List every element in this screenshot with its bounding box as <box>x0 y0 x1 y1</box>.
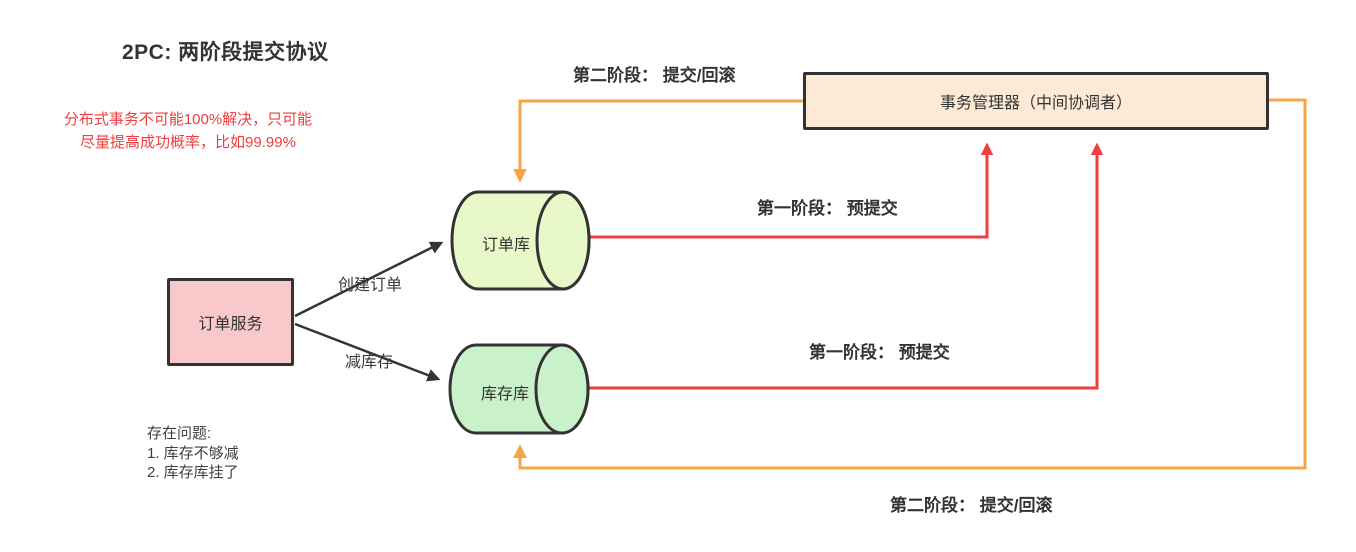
inventory-db-cylinder-icon <box>448 343 590 435</box>
order-service-label: 订单服务 <box>198 316 263 333</box>
node-tx-manager: 事务管理器（中间协调者） <box>803 72 1269 130</box>
phase1-label-order-db: 第一阶段： 预提交 <box>757 199 898 218</box>
note-line-1: 分布式事务不可能100%解决，只可能 <box>63 111 313 128</box>
problems-note: 存在问题: 1. 库存不够减 2. 库存库挂了 <box>147 424 239 483</box>
node-order-service: 订单服务 <box>167 278 294 366</box>
phase2-commit-arrow-to-inventory-db <box>513 98 1307 470</box>
tx-manager-label: 事务管理器（中间协调者） <box>939 95 1132 112</box>
distributed-tx-note: 分布式事务不可能100%解决，只可能 尽量提高成功概率，比如99.99% <box>38 108 338 154</box>
phase1-precommit-arrow-from-order-db <box>590 142 994 239</box>
inventory-db-label: 库存库 <box>480 386 529 403</box>
problem-item: 2. 库存库挂了 <box>147 464 239 481</box>
page-title: 2PC: 两阶段提交协议 <box>122 41 329 64</box>
phase2-label-order-db: 第二阶段： 提交/回滚 <box>573 66 736 85</box>
phase1-precommit-arrow-from-inventory-db <box>589 142 1104 390</box>
reduce-inventory-edge-label: 减库存 <box>345 354 394 371</box>
problem-item: 1. 库存不够减 <box>147 444 239 462</box>
create-order-edge-label: 创建订单 <box>338 277 403 294</box>
create-order-arrow <box>294 241 444 318</box>
phase2-label-inventory-db: 第二阶段： 提交/回滚 <box>890 496 1053 515</box>
problems-heading: 存在问题: <box>147 425 212 442</box>
note-line-2: 尽量提高成功概率，比如99.99% <box>80 134 296 151</box>
reduce-inventory-arrow <box>294 322 441 382</box>
order-db-cylinder-icon <box>450 190 591 291</box>
order-db-label: 订单库 <box>481 237 530 254</box>
phase1-label-inventory-db: 第一阶段： 预提交 <box>809 343 950 362</box>
phase2-commit-arrow-to-order-db <box>513 99 803 183</box>
